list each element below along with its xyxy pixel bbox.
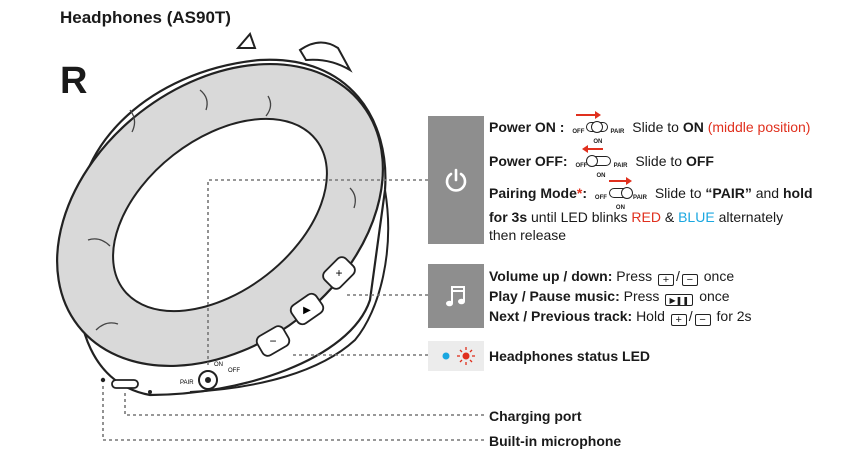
switch-diagram-on: OFF PAIR ON <box>572 111 624 145</box>
blue-light-icon <box>442 352 450 360</box>
power-off-label: Power OFF: <box>489 153 568 169</box>
led-indicator-icons <box>442 347 475 365</box>
microphone-label: Built-in microphone <box>489 433 622 449</box>
ear-cushion-opening <box>112 117 328 313</box>
device-on-label: ON <box>214 362 223 368</box>
play-pause-key-icon: ▶❚❚ <box>665 294 694 306</box>
plus-key-icon: + <box>670 314 687 326</box>
music-panel <box>428 264 484 328</box>
minus-key-icon: − <box>694 314 711 326</box>
power-panel <box>428 116 484 244</box>
led-panel <box>428 341 484 371</box>
svg-text:−: − <box>269 334 276 348</box>
svg-text:▶: ▶ <box>303 305 311 316</box>
device-pair-label: PAIR <box>180 380 194 386</box>
track-row: Next / Previous track: Hold +/− for 2s <box>489 308 752 326</box>
volume-row: Volume up / down: Press +/− once <box>489 268 735 286</box>
charging-leader-line <box>124 392 484 416</box>
device-off-label: OFF <box>228 368 240 374</box>
headband-right <box>298 41 353 73</box>
play-pause-button[interactable] <box>288 291 325 326</box>
switch-diagram-off: OFF PAIR ON <box>575 145 627 179</box>
plus-key-icon: + <box>657 274 674 286</box>
music-note-icon <box>446 286 465 307</box>
page-title: Headphones (AS90T) <box>60 8 231 27</box>
led-label: Headphones status LED <box>489 348 651 364</box>
pairing-row-3: then release <box>489 227 567 243</box>
minus-key-icon: − <box>681 274 698 286</box>
power-leader-line <box>207 179 428 368</box>
red-light-icon <box>457 347 475 365</box>
power-on-label: Power ON : <box>489 119 565 135</box>
power-off-row: Power OFF: OFF PAIR ON Slide to OFF <box>489 145 714 179</box>
microphone-hole <box>100 377 106 383</box>
minus-button[interactable] <box>255 324 292 358</box>
play-row: Play / Pause music: Press ▶❚❚ once <box>489 288 730 306</box>
switch-diagram-pair: OFF PAIR ON <box>595 177 647 211</box>
pairing-row-2: for 3s until LED blinks RED & BLUE alter… <box>489 209 784 225</box>
charging-port-label: Charging port <box>489 408 582 424</box>
pairing-row-1: Pairing Mode*: OFF PAIR ON Slide to “PAI… <box>489 177 813 211</box>
power-icon <box>445 168 467 192</box>
headband-left <box>235 32 257 49</box>
mic-leader-line <box>102 386 484 441</box>
svg-text:+: + <box>335 266 342 280</box>
plus-button[interactable] <box>321 255 358 292</box>
power-on-row: Power ON : OFF PAIR ON Slide to ON (midd… <box>489 111 810 145</box>
side-marker: R <box>60 60 88 102</box>
charging-port <box>111 379 139 389</box>
